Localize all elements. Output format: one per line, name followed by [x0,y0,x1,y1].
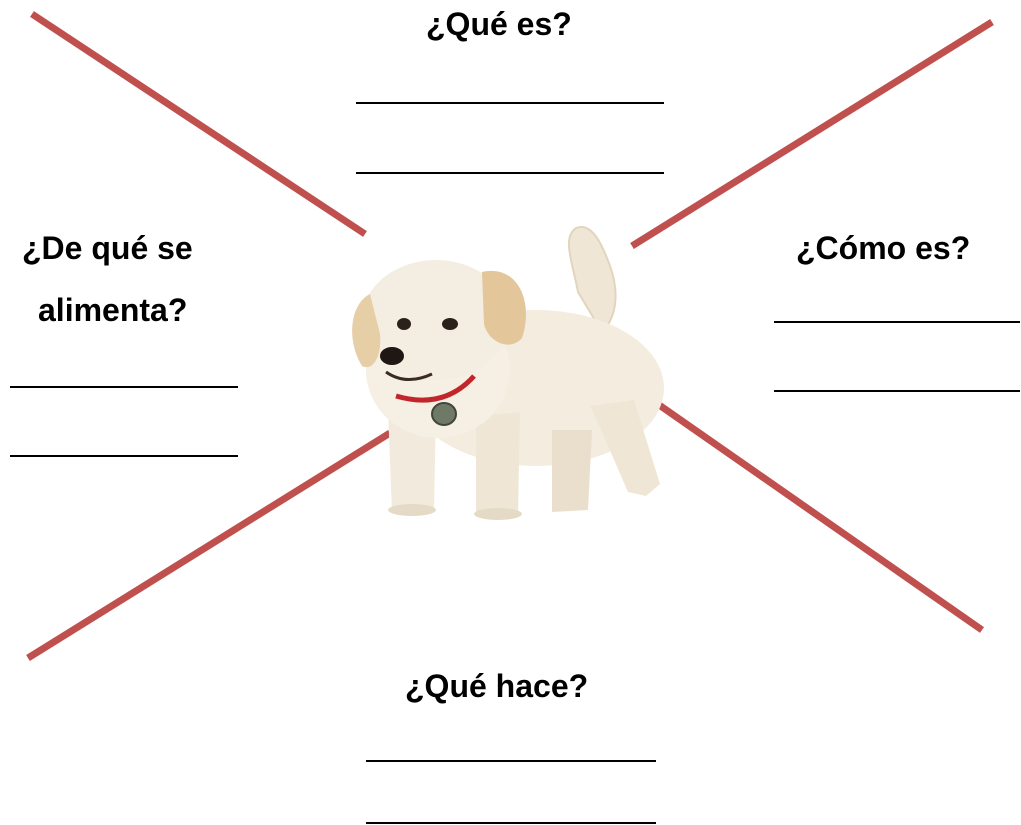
answer-line-right-1[interactable] [774,321,1020,323]
answer-line-left-1[interactable] [10,386,238,388]
puppy-image [352,226,664,520]
ray-bottom-left [26,430,392,661]
answer-line-left-2[interactable] [10,455,238,457]
ray-top-right [630,19,994,249]
answer-line-right-2[interactable] [774,390,1020,392]
ray-top-left [30,11,367,237]
answer-line-top-2[interactable] [356,172,664,174]
ray-bottom-right [649,397,985,633]
answer-line-bottom-1[interactable] [366,760,656,762]
prompt-que-es: ¿Qué es? [426,6,572,42]
prompt-como-es: ¿Cómo es? [796,230,971,266]
answer-line-bottom-2[interactable] [366,822,656,824]
prompt-de-que-se-alimenta-line2: alimenta? [38,292,188,328]
prompt-que-hace: ¿Qué hace? [405,668,589,704]
prompt-de-que-se-alimenta-line1: ¿De qué se [22,230,193,266]
answer-line-top-1[interactable] [356,102,664,104]
